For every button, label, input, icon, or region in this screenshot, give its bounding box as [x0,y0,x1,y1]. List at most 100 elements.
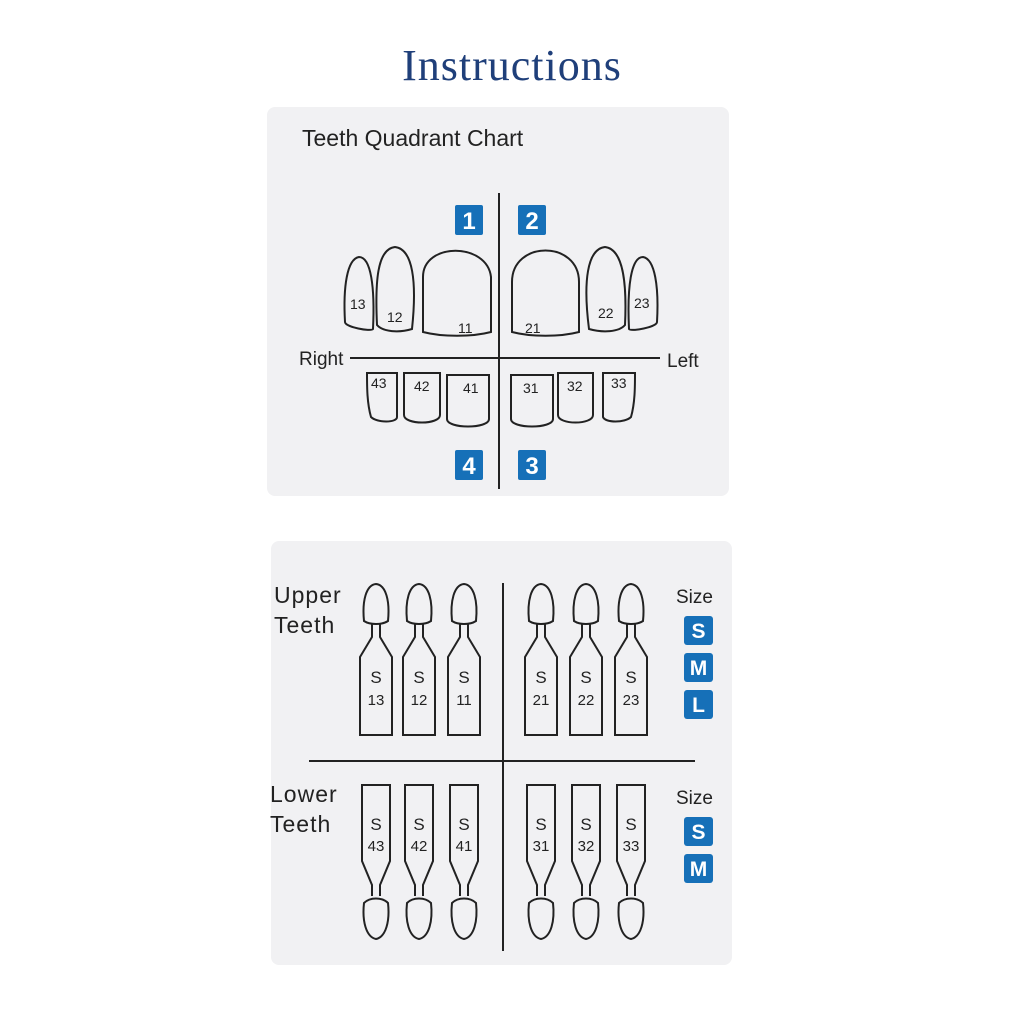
tooth-11-outline [422,249,492,337]
tooth-label-41: 41 [463,380,479,396]
tooth-size-label: S [625,668,636,687]
tooth-number-label: 33 [623,838,640,855]
lower-size-badge-m-label: M [690,858,708,881]
lower-tooth-tab-43: S 43 [361,784,391,941]
tooth-size-label: S [370,815,381,834]
upper-size-badge-s-label: S [691,620,705,643]
tooth-number-label: 12 [411,692,428,709]
lower-size-badge-s: S [684,817,713,846]
tooth-size-label: S [535,668,546,687]
tooth-tab-outline [569,624,603,736]
tooth-label-31: 31 [523,380,539,396]
tooth-label-21: 21 [525,320,541,336]
upper-size-label: Size [676,587,713,608]
tooth-43-outline [365,372,398,423]
tooth-number-label: 21 [533,692,550,709]
tooth-13-outline [343,255,375,331]
tooth-label-33: 33 [611,375,627,391]
tooth-crown-icon [362,582,390,625]
tooth-label-23: 23 [634,295,650,311]
tooth-label-12: 12 [387,309,403,325]
tooth-21-outline [511,249,580,337]
tooth-number-label: 11 [456,692,472,709]
tooth-crown-icon [572,897,600,941]
lower-tooth-tab-42: S 42 [404,784,434,941]
upper-size-badge-m: M [684,653,713,682]
tooth-label-13: 13 [350,296,366,312]
upper-tooth-tab-11: S 11 [447,582,481,736]
tooth-33-outline [602,372,637,423]
quadrant-chart-card: Teeth Quadrant Chart Right Left 1 2 3 4 [267,107,729,496]
quadrant-badge-2: 2 [518,205,546,235]
lower-tooth-tab-32: S 32 [571,784,601,941]
tooth-12-outline [375,245,415,333]
tooth-crown-icon [450,897,478,941]
upper-tooth-tab-21: S 21 [524,582,558,736]
quadrant-badge-3: 3 [518,450,546,480]
tooth-number-label: 23 [623,692,640,709]
tooth-crown-icon [617,582,645,625]
upper-size-badge-m-label: M [690,657,708,680]
tooth-crown-icon [617,897,645,941]
tooth-tab-outline [449,784,479,896]
tooth-size-label: S [458,815,469,834]
lower-label-line2: Teeth [270,811,331,837]
upper-tooth-tab-13: S13 [359,582,393,736]
quadrant-badge-1-label: 1 [462,208,475,235]
tooth-22-outline [585,245,627,333]
upper-tooth-tab-12: S 12 [402,582,436,736]
tooth-size-label: S [413,668,424,687]
tooth-label-11: 11 [458,320,473,336]
tooth-tab-outline [361,784,391,896]
tooth-tab-outline [404,784,434,896]
tooth-number-label: 32 [578,838,595,855]
upper-label-line1: Upper [274,582,342,608]
tooth-crown-icon [450,582,478,625]
tooth-23-outline [627,255,659,331]
tooth-label-42: 42 [414,378,430,394]
tooth-number-label: 42 [411,838,428,855]
quadrant-badge-2-label: 2 [525,208,538,235]
tooth-size-label: S [370,668,381,687]
tooth-crown-icon [572,582,600,625]
tooth-number-label: 43 [368,838,385,855]
size-chart-card: Upper Teeth Lower Teeth Size S M L Size … [270,541,732,965]
tooth-crown-icon [527,897,555,941]
tooth-tab-outline [524,624,558,736]
tooth-label-32: 32 [567,378,583,394]
quadrant-badge-4-label: 4 [462,453,476,480]
upper-label-line2: Teeth [274,612,335,638]
tooth-tab-outline [614,624,648,736]
tooth-size-label: S [580,815,591,834]
lower-tooth-tab-33: S 33 [616,784,646,941]
tooth-32-outline [557,372,594,424]
tooth-31-outline [510,374,554,428]
tooth-crown-icon [527,582,555,625]
upper-size-badge-l: L [684,690,713,719]
lower-size-badge-m: M [684,854,713,883]
upper-tooth-tab-23: S 23 [614,582,648,736]
lower-size-badge-s-label: S [691,821,705,844]
tooth-tab-outline [616,784,646,896]
label-right: Right [299,349,344,370]
lower-size-label: Size [676,788,713,809]
upper-size-badge-l-label: L [692,694,705,717]
page-title: Instructions [402,41,622,90]
tooth-size-label: S [625,815,636,834]
tooth-crown-icon [362,897,390,941]
tooth-number-label: 22 [578,692,595,709]
tooth-crown-icon [405,582,433,625]
upper-tooth-tab-22: S 22 [569,582,603,736]
tooth-size-label: S [413,815,424,834]
tooth-size-label: S [580,668,591,687]
lower-tooth-tab-41: S41 [449,784,479,941]
quadrant-badge-4: 4 [455,450,483,480]
quadrant-badge-3-label: 3 [525,453,538,480]
quadrant-chart-title: Teeth Quadrant Chart [302,125,524,151]
tooth-tab-outline [359,624,393,736]
tooth-size-label: S [458,668,469,687]
tooth-tab-outline [526,784,556,896]
tooth-crown-icon [405,897,433,941]
tooth-tab-outline [447,624,481,736]
